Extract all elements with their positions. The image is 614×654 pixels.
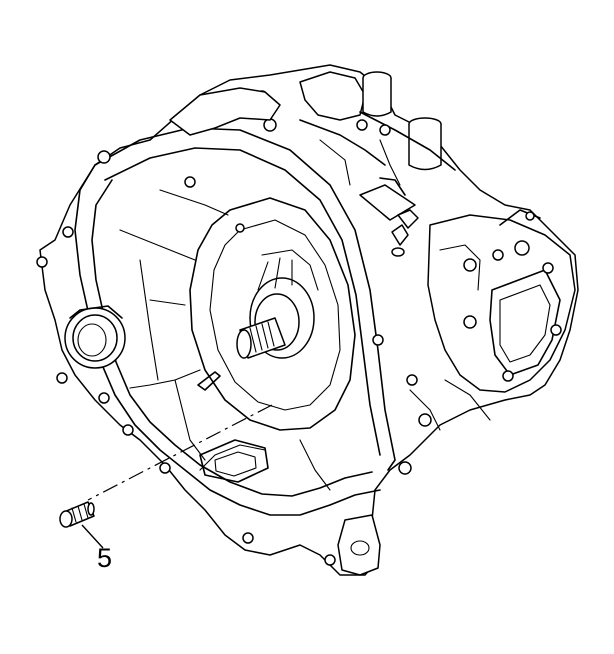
- bolt: [59, 501, 95, 528]
- axle-seal-bore: [64, 305, 126, 369]
- mount-bracket: [337, 514, 381, 576]
- upper-housing: [169, 71, 456, 257]
- input-shaft: [236, 249, 319, 359]
- leader-line: [87, 404, 273, 501]
- callout-pointer: [81, 524, 104, 549]
- callout-label-5: 5: [97, 543, 113, 573]
- side-cover: [406, 209, 576, 431]
